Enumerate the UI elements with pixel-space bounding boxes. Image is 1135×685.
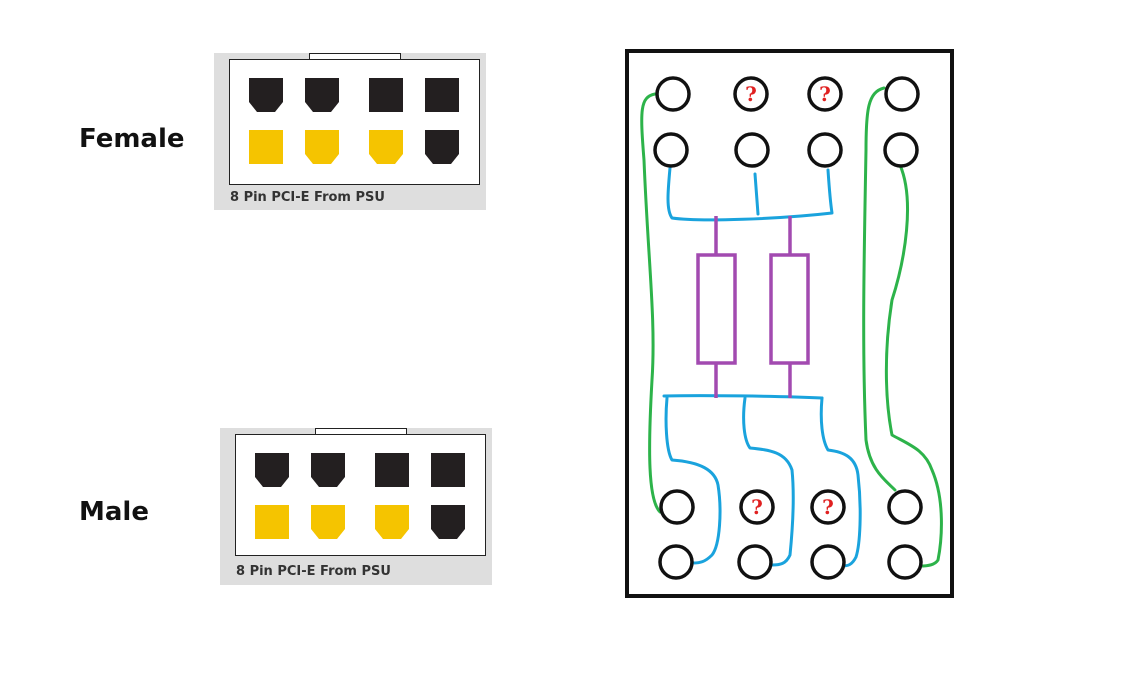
trace-blue-bottom-1 xyxy=(664,396,722,565)
pin-yellow-rounded xyxy=(375,505,409,539)
trace-blue-top-mid xyxy=(753,172,760,216)
unknown-mark: ? xyxy=(745,82,757,106)
trace-blue-top-bus xyxy=(666,166,834,222)
pin-yellow-square xyxy=(249,130,283,164)
trace-green-right-outer xyxy=(862,86,897,492)
female-label: Female xyxy=(79,124,185,154)
resistors xyxy=(696,216,810,398)
unknown-mark: ? xyxy=(819,82,831,106)
pin-black-rounded xyxy=(431,505,465,539)
pin-black-rounded xyxy=(425,130,459,164)
pad-unknown: ? xyxy=(733,76,769,112)
pad xyxy=(884,76,920,112)
pad xyxy=(810,544,846,580)
resistor-right-body xyxy=(769,253,810,365)
connector-caption: 8 Pin PCI-E From PSU xyxy=(236,564,391,579)
pad xyxy=(737,544,773,580)
pin-yellow-rounded xyxy=(305,130,339,164)
green-traces xyxy=(640,86,943,568)
pin-yellow-rounded xyxy=(311,505,345,539)
pad xyxy=(659,489,695,525)
unknown-mark: ? xyxy=(751,495,763,519)
connector-caption: 8 Pin PCI-E From PSU xyxy=(230,190,385,205)
male-connector: 8 Pin PCI-E From PSU xyxy=(220,428,492,585)
pin-black-square xyxy=(369,78,403,112)
pin-yellow-square xyxy=(255,505,289,539)
pin-black-square xyxy=(431,453,465,487)
pin-black-square xyxy=(425,78,459,112)
pin-black-rounded xyxy=(249,78,283,112)
pin-yellow-rounded xyxy=(369,130,403,164)
pad-unknown: ? xyxy=(807,76,843,112)
pin-black-rounded xyxy=(311,453,345,487)
pad xyxy=(653,132,689,168)
pad xyxy=(807,132,843,168)
connector-latch xyxy=(315,428,407,435)
pad xyxy=(658,544,694,580)
blue-traces xyxy=(662,166,862,568)
pad xyxy=(655,76,691,112)
pad xyxy=(883,132,919,168)
pin-black-rounded xyxy=(255,453,289,487)
trace-green-right-inner xyxy=(884,163,943,568)
pad-unknown: ? xyxy=(739,489,775,525)
male-label: Male xyxy=(79,497,149,527)
trace-green-left xyxy=(640,92,662,514)
board-outline xyxy=(625,49,954,598)
pin-black-rounded xyxy=(305,78,339,112)
pad xyxy=(887,544,923,580)
pad-unknown: ? xyxy=(810,489,846,525)
unknown-mark: ? xyxy=(822,495,834,519)
trace-blue-bottom-3 xyxy=(819,396,862,568)
resistor-left-body xyxy=(696,253,737,365)
pin-black-square xyxy=(375,453,409,487)
trace-blue-bottom-2 xyxy=(742,396,795,567)
connector-latch xyxy=(309,53,401,60)
trace-blue-bottom-bus xyxy=(662,394,824,400)
female-connector: 8 Pin PCI-E From PSU xyxy=(214,53,486,210)
pads: ???? xyxy=(653,76,923,580)
pad xyxy=(734,132,770,168)
pad xyxy=(887,489,923,525)
